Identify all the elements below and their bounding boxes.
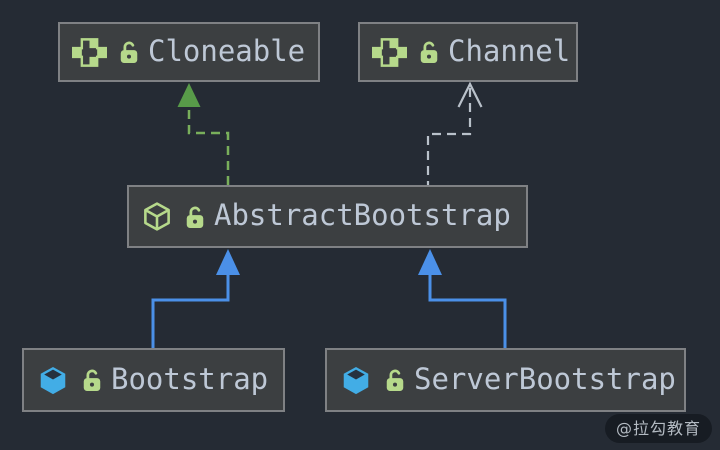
open-lock-icon	[186, 206, 204, 228]
node-abstract-bootstrap[interactable]: AbstractBootstrap	[127, 185, 528, 248]
node-label: Bootstrap	[111, 361, 269, 396]
open-lock-icon	[420, 41, 438, 63]
node-bootstrap[interactable]: Bootstrap	[22, 348, 285, 412]
watermark-text: @拉勾教育	[615, 419, 701, 438]
class-cube-icon	[40, 366, 66, 394]
node-channel[interactable]: Channel	[358, 22, 578, 82]
edge-bootstrap-extends-abstractbootstrap	[151, 249, 240, 348]
arrowhead-filled-triangle	[216, 249, 240, 275]
interface-icon	[372, 37, 407, 67]
open-lock-icon	[83, 369, 101, 391]
abstract-cube-icon	[144, 202, 170, 231]
node-label: ServerBootstrap	[414, 361, 676, 396]
node-cloneable[interactable]: Cloneable	[58, 22, 320, 82]
interface-icon	[72, 37, 107, 67]
open-lock-icon	[386, 369, 404, 391]
arrowhead-filled-triangle	[418, 249, 442, 275]
node-label: Cloneable	[148, 33, 306, 68]
node-label: Channel	[448, 33, 571, 68]
open-lock-icon	[120, 41, 138, 63]
arrowhead-filled-triangle	[177, 83, 201, 107]
edge-abstractbootstrap-implements-channel	[426, 81, 483, 185]
class-cube-icon	[343, 366, 369, 394]
node-server-bootstrap[interactable]: ServerBootstrap	[325, 348, 686, 412]
arrowhead-open-chevron	[457, 81, 483, 108]
node-label: AbstractBootstrap	[214, 198, 511, 232]
edge-serverbootstrap-extends-abstractbootstrap	[418, 249, 507, 348]
edge-abstractbootstrap-implements-cloneable	[177, 83, 230, 185]
watermark-badge: @拉勾教育	[604, 414, 712, 443]
